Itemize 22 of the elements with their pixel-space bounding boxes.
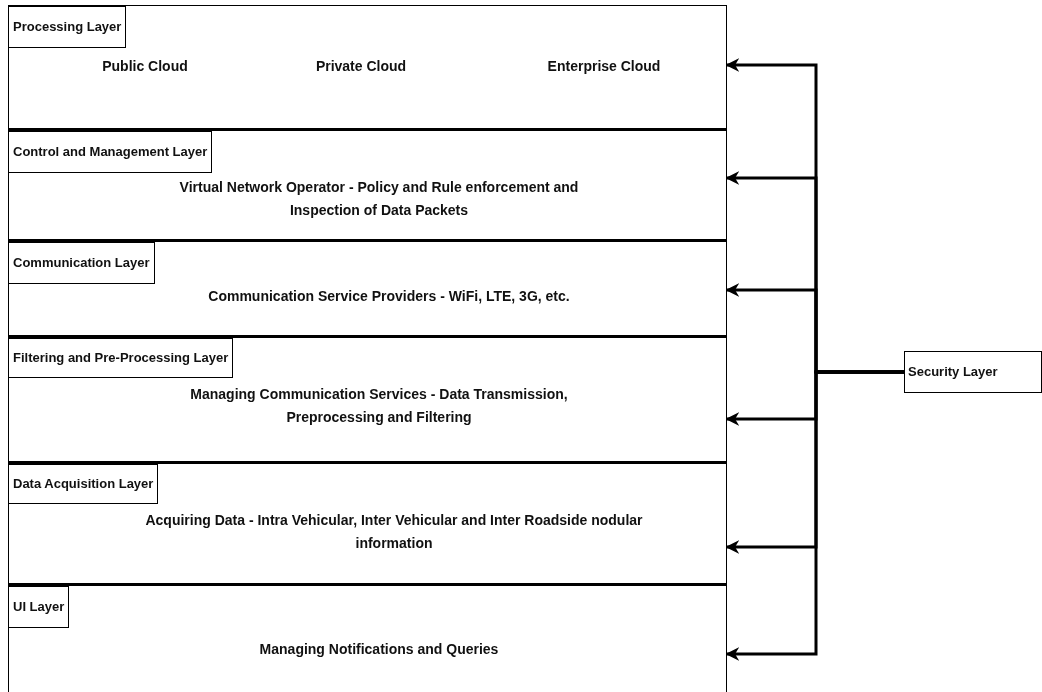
arrow	[725, 370, 904, 661]
layer-band	[8, 5, 727, 128]
layer-title: Processing Layer	[8, 6, 127, 48]
layer-description: Public Cloud	[101, 57, 189, 76]
layer-band	[8, 335, 727, 461]
security-layer-box: Security Layer	[904, 351, 1042, 393]
layer-band	[8, 461, 727, 583]
layer-title: Data Acquisition Layer	[8, 464, 159, 504]
layer-description: Virtual Network Operator - Policy and Rule enforcement and Inspection of Data Packets	[178, 178, 580, 220]
layer-band	[8, 128, 727, 239]
layer-description: Communication Service Providers - WiFi, LTE, 3G, etc.	[207, 287, 571, 306]
layer-title: Communication Layer	[8, 242, 155, 284]
layer-description: Private Cloud	[314, 57, 408, 76]
layer-description: Enterprise Cloud	[546, 57, 662, 76]
layer-description: Managing Communication Services - Data Transmission, Preprocessing and Filtering	[189, 385, 569, 427]
layer-title: Filtering and Pre-Processing Layer	[8, 338, 234, 378]
layer-description: Acquiring Data - Intra Vehicular, Inter Vehicular and Inter Roadside nodular information	[144, 511, 644, 553]
layer-band	[8, 239, 727, 335]
layer-description: Managing Notifications and Queries	[258, 640, 500, 659]
layer-title: Control and Management Layer	[8, 131, 213, 173]
layer-title: UI Layer	[8, 586, 70, 628]
layer-band	[8, 583, 727, 692]
